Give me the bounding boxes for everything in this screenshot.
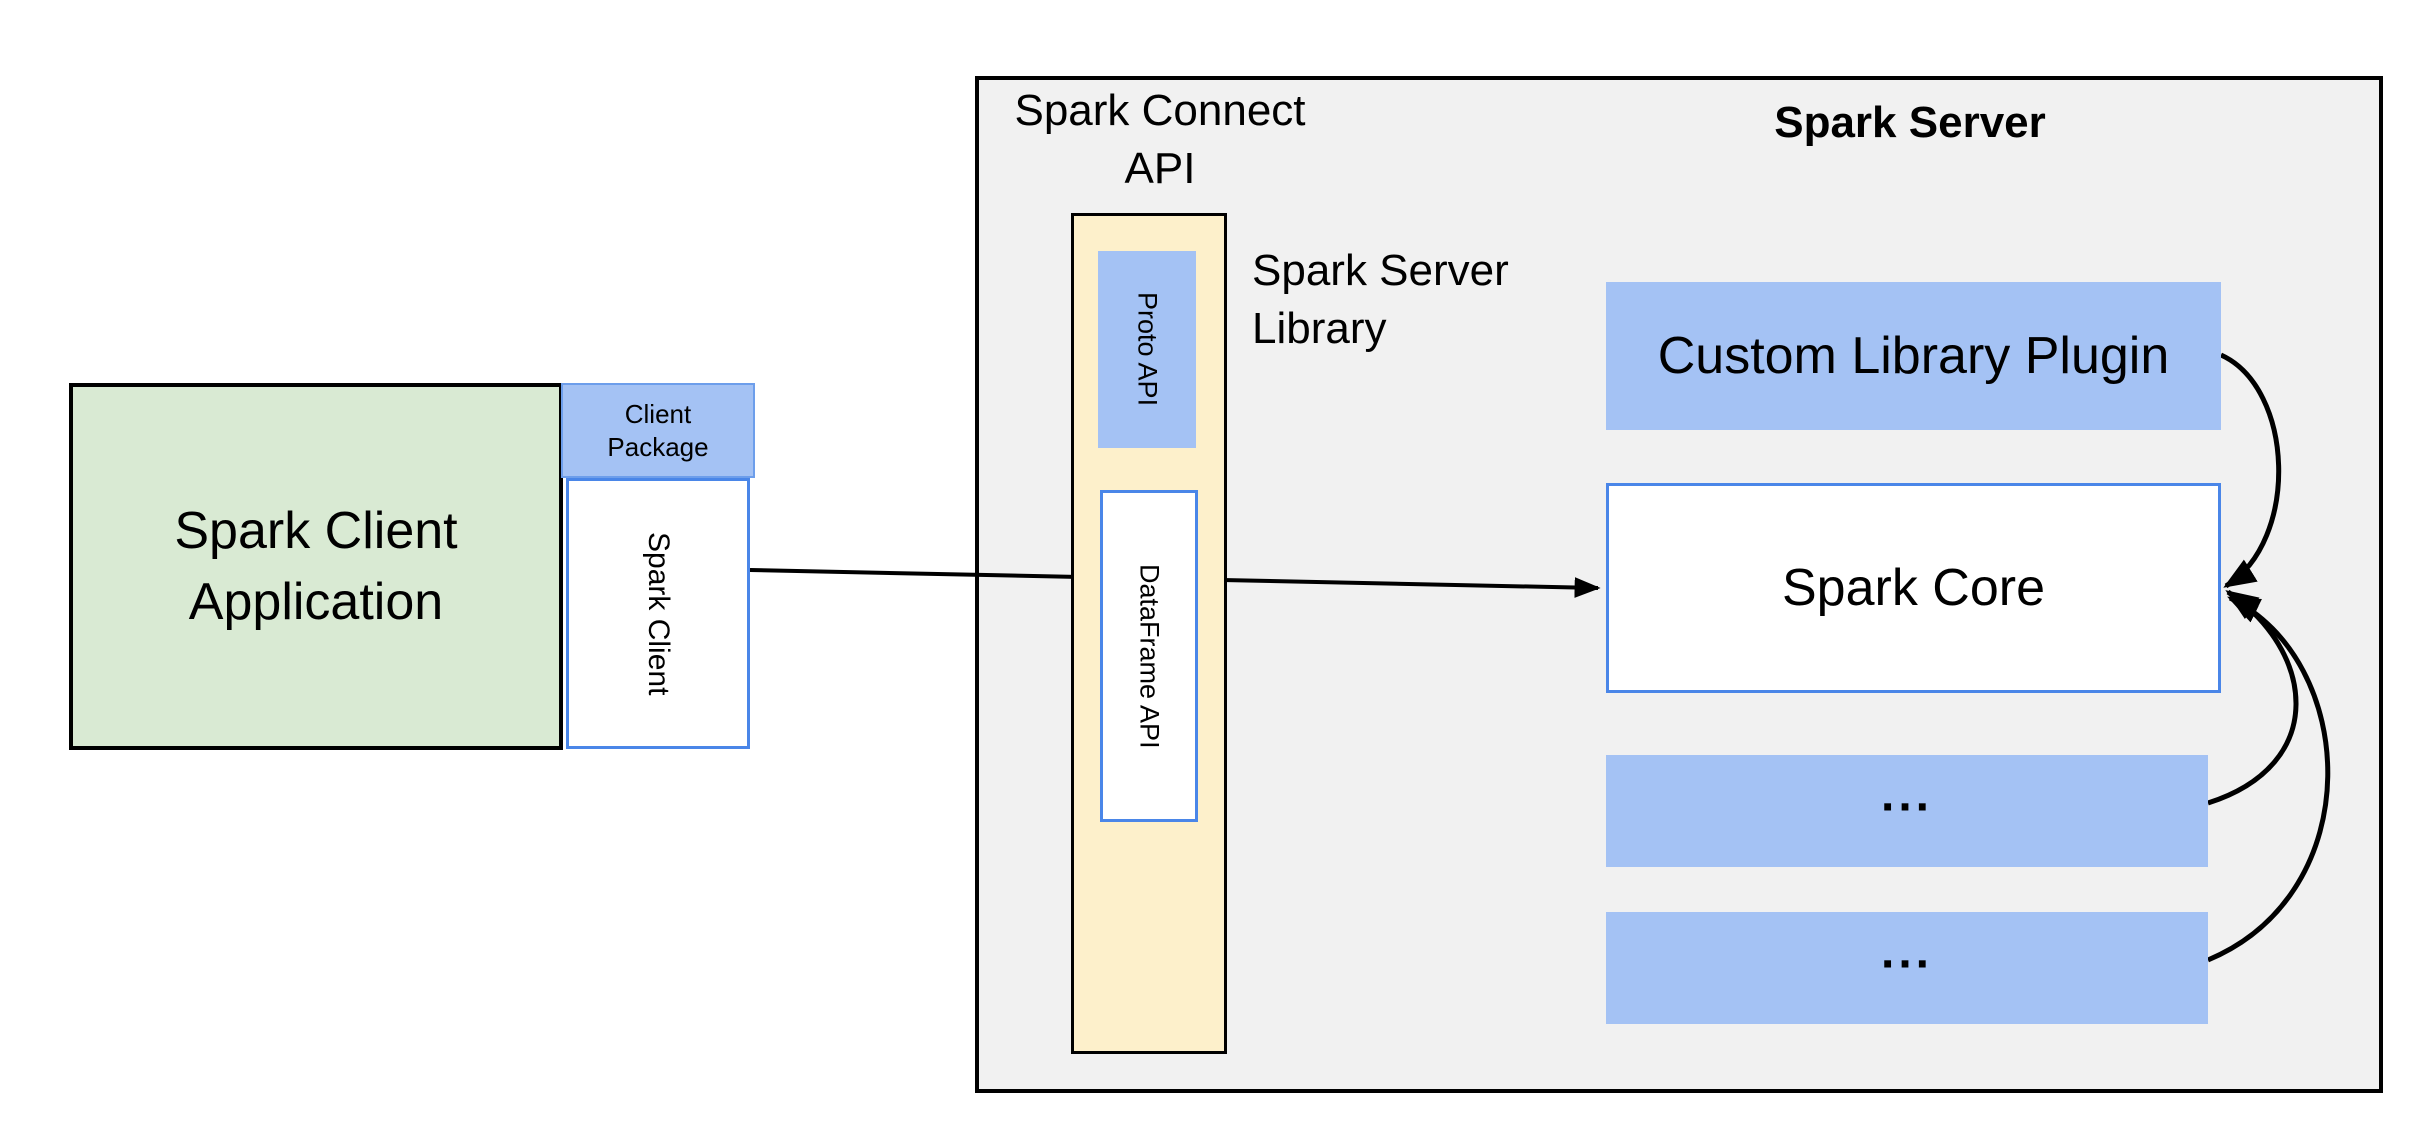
spark-client-label: Spark Client xyxy=(642,531,675,696)
spark-server-library-label: Spark Server Library xyxy=(1252,246,1509,354)
client-app-box: Spark Client Application xyxy=(69,383,563,750)
spark-core-box: Spark Core xyxy=(1606,483,2221,693)
dataframe-api-label: DataFrame API xyxy=(1134,563,1165,749)
proto-api-label: Proto API xyxy=(1132,292,1163,407)
spark-core-label: Spark Core xyxy=(1782,559,2045,617)
ellipsis-box-1: ... xyxy=(1606,755,2208,867)
proto-api-box: Proto API xyxy=(1098,251,1196,448)
custom-library-plugin-box: Custom Library Plugin xyxy=(1606,282,2221,430)
ellipsis-label-2: ... xyxy=(1880,925,1933,978)
client-app-label: Spark Client Application xyxy=(174,502,458,631)
spark-client-box: Spark Client xyxy=(566,478,750,749)
dataframe-api-box: DataFrame API xyxy=(1100,490,1198,822)
spark-server-title: Spark Server xyxy=(1774,98,2046,147)
client-package-label: Client Package xyxy=(607,399,709,462)
ellipsis-label-1: ... xyxy=(1880,768,1933,821)
custom-library-plugin-label: Custom Library Plugin xyxy=(1657,327,2170,385)
client-package-box: Client Package xyxy=(561,383,755,478)
ellipsis-box-2: ... xyxy=(1606,912,2208,1024)
spark-connect-api-label: Spark Connect API xyxy=(1014,86,1306,194)
